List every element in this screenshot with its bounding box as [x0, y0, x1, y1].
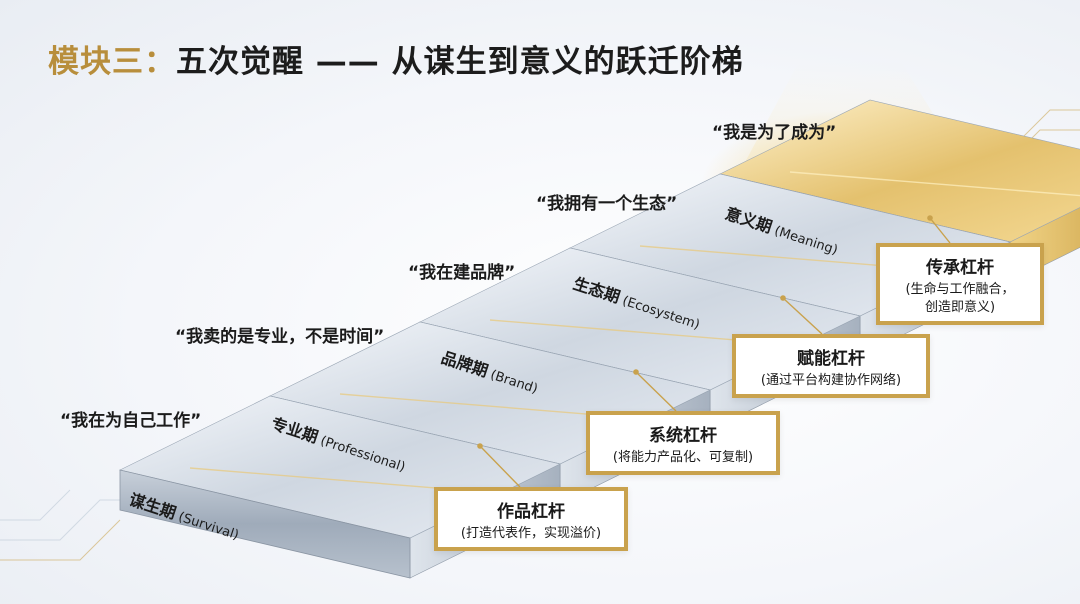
step-front-face: [119, 469, 411, 579]
quote-ecosystem: “我拥有一个生态”: [536, 194, 678, 214]
quote-survival: “我在为自己工作”: [60, 411, 202, 431]
circuit-line: [1019, 109, 1080, 141]
leader-dot: [780, 295, 786, 301]
lever-box-legacy: 传承杠杆 (生命与工作融合， 创造即意义): [876, 243, 1044, 325]
lever-title-legacy: 传承杠杆: [926, 258, 994, 278]
lever-title-works: 作品杠杆: [497, 502, 565, 522]
title-prefix: 模块三：: [48, 44, 176, 80]
lever-desc-empower: (通过平台构建协作网络): [760, 373, 902, 388]
step-glow-streak: [789, 171, 1080, 197]
leader-line: [929, 217, 951, 244]
lever-box-empower: 赋能杠杆 (通过平台构建协作网络): [732, 334, 930, 398]
quote-professional: “我卖的是专业，不是时间”: [175, 327, 385, 347]
leader-lines: [477, 215, 951, 488]
lever-desc-legacy-line2: 创造即意义): [924, 300, 996, 315]
quote-meaning: “我是为了成为”: [712, 123, 837, 143]
lever-box-system: 系统杠杆 (将能力产品化、可复制): [586, 411, 780, 475]
lever-desc-system: (将能力产品化、可复制): [612, 450, 754, 465]
quote-brand: “我在建品牌”: [408, 263, 516, 283]
leader-line: [479, 445, 521, 488]
title-main: 五次觉醒 —— 从谋生到意义的跃迁阶梯: [176, 44, 744, 80]
lever-title-system: 系统杠杆: [649, 426, 717, 446]
leader-dot: [633, 369, 639, 375]
circuit-line: [0, 489, 71, 521]
leader-dot: [477, 443, 483, 449]
circuit-line: [0, 519, 121, 561]
lever-title-empower: 赋能杠杆: [797, 349, 865, 369]
leader-dot: [927, 215, 933, 221]
page-title: 模块三：五次觉醒 —— 从谋生到意义的跃迁阶梯: [48, 36, 744, 81]
leader-line: [635, 371, 677, 412]
lever-desc-legacy: (生命与工作融合，: [905, 282, 1015, 297]
lever-desc-works: (打造代表作，实现溢价): [460, 526, 602, 541]
leader-line: [782, 297, 823, 335]
lever-box-works: 作品杠杆 (打造代表作，实现溢价): [434, 487, 628, 551]
